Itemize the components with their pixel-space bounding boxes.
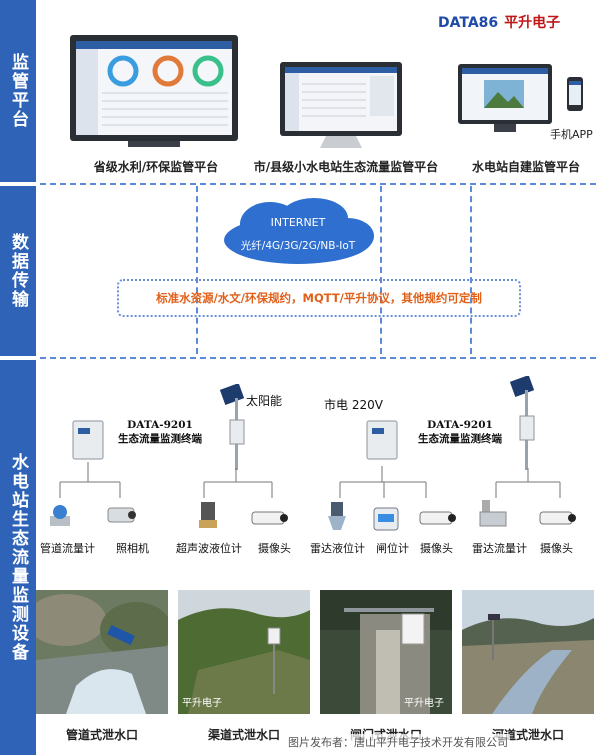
link-line (380, 186, 382, 354)
terminal-box-icon (72, 420, 104, 460)
outlet-caption: 渠道式泄水口 (207, 728, 280, 742)
cloud-icon (224, 198, 374, 264)
pipe-flowmeter-icon (50, 505, 70, 526)
photo-watermark: 平升电子 (182, 696, 222, 709)
device-label: 照相机 (116, 542, 149, 555)
medium-monitor-icon (280, 62, 402, 148)
solar-label: 太阳能 (246, 394, 283, 408)
grid-power-label: 市电 220V (324, 398, 383, 412)
separator (40, 183, 596, 185)
separator (40, 357, 596, 359)
camera-icon (107, 507, 136, 523)
camera-icon (419, 511, 456, 525)
platform-label-station: 水电站自建监管平台 (471, 160, 580, 174)
phone-icon (567, 77, 583, 111)
section-platform: 监管平台 (0, 0, 36, 182)
link-line (196, 186, 198, 354)
photo-pipe-outlet (36, 590, 168, 714)
photo-channel-outlet: 平升电子 (178, 590, 310, 714)
device-label: 摄像头 (540, 542, 573, 555)
terminal-box-icon (366, 420, 398, 460)
section-equipment: 水电站生态流量监测设备 (0, 360, 36, 755)
device-label: 雷达液位计 (310, 542, 365, 555)
platform-label-provincial: 省级水利/环保监管平台 (93, 160, 219, 174)
device-label: 闸位计 (376, 542, 409, 555)
device-label: 摄像头 (258, 542, 291, 555)
outlet-caption: 管道式泄水口 (65, 728, 138, 742)
solar-pole-icon (509, 376, 535, 470)
photo-river-outlet (462, 590, 594, 714)
radar-level-sensor-icon (328, 502, 346, 530)
radar-flowmeter-icon (479, 500, 507, 527)
photo-watermark: 平升电子 (404, 696, 444, 709)
network-types: 光纤/4G/3G/2G/NB-IoT (240, 240, 356, 252)
section-transmission: 数据传输 (0, 186, 36, 356)
device-label: 雷达流量计 (472, 542, 527, 555)
camera-icon (251, 511, 288, 525)
solar-pole-icon (220, 384, 245, 470)
protocol-box: 标准水资源/水文/环保规约，MQTT/平升协议，其他规约可定制 (117, 279, 521, 317)
camera-icon (539, 511, 576, 525)
device-label: 超声波液位计 (176, 542, 242, 555)
device-connectors (59, 462, 561, 498)
ultrasonic-level-sensor-icon (199, 502, 217, 528)
network-internet: INTERNET (270, 216, 326, 229)
large-monitor-icon (70, 35, 238, 147)
footer-watermark: 图片发布者：唐山平升电子技术开发有限公司 (286, 734, 510, 750)
device-label: 管道流量计 (40, 542, 95, 555)
photo-gate-outlet: 平升电子 (320, 590, 452, 714)
platform-label-county: 市/县级小水电站生态流量监管平台 (253, 160, 439, 174)
small-monitor-icon (458, 64, 552, 132)
mobile-app-label: 手机APP (550, 128, 593, 141)
link-line (470, 186, 472, 354)
device-label: 摄像头 (420, 542, 453, 555)
gate-position-meter-icon (373, 507, 399, 531)
